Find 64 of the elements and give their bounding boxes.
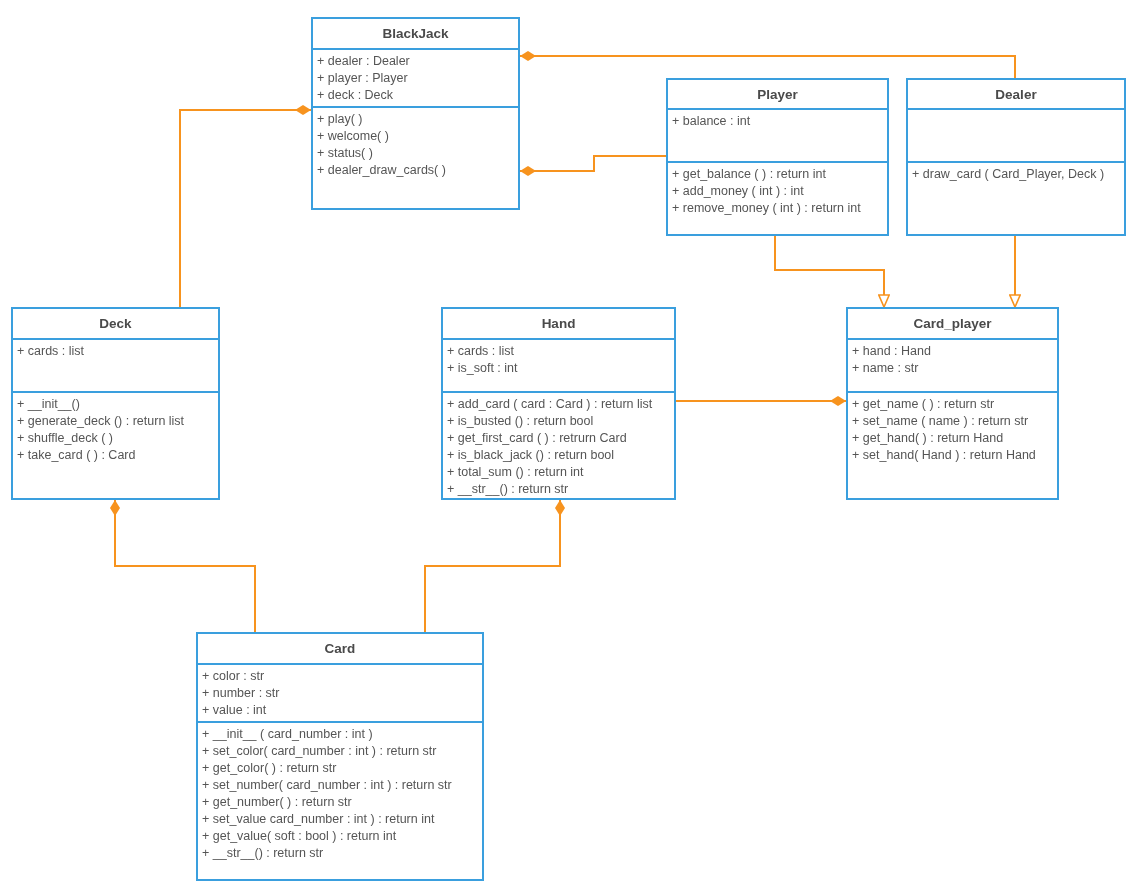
class-box — [846, 307, 1059, 500]
attribute-text: + is_soft : int — [447, 360, 518, 377]
attribute-text: + cards : list — [447, 343, 515, 360]
class-name: Card_player — [913, 316, 992, 331]
attribute-text: + dealer : Dealer — [317, 53, 410, 70]
class-name: Card — [324, 641, 356, 656]
attribute-text: + deck : Deck — [317, 87, 394, 104]
class-name: Deck — [99, 316, 132, 331]
attribute-text: + value : int — [202, 702, 267, 719]
composition-line — [519, 51, 1016, 79]
attribute-text: + hand : Hand — [852, 343, 931, 360]
method-text: + generate_deck () : return list — [17, 413, 185, 430]
method-text: + __init__() — [17, 396, 80, 413]
method-text: + set_color( card_number : int ) : return str — [202, 743, 437, 760]
method-text: + draw_card ( Card_Player, Deck ) — [912, 166, 1105, 183]
method-text: + set_hand( Hand ) : return Hand — [852, 447, 1036, 464]
method-text: + __str__() : return str — [447, 481, 569, 498]
method-text: + is_black_jack () : return bool — [447, 447, 615, 464]
method-text: + get_value( soft : bool ) : return int — [202, 828, 397, 845]
class-box — [441, 307, 676, 500]
method-text: + get_balance ( ) : return int — [672, 166, 826, 183]
attribute-text: + player : Player — [317, 70, 408, 87]
method-text: + total_sum () : return int — [447, 464, 584, 481]
attribute-text: + color : str — [202, 668, 265, 685]
method-text: + play( ) — [317, 111, 363, 128]
composition-line — [179, 105, 312, 308]
method-text: + get_first_card ( ) : retrurn Card — [447, 430, 627, 447]
inheritance-arrow — [774, 235, 890, 308]
composition-line — [519, 155, 667, 176]
class-name: BlackJack — [382, 26, 449, 41]
method-text: + take_card ( ) : Card — [17, 447, 136, 464]
composition-line — [424, 499, 565, 633]
attribute-text: + balance : int — [672, 113, 751, 130]
class-box — [196, 632, 484, 881]
method-text: + get_color( ) : return str — [202, 760, 337, 777]
method-text: + is_busted () : return bool — [447, 413, 594, 430]
method-text: + status( ) — [317, 145, 373, 162]
method-text: + add_money ( int ) : int — [672, 183, 804, 200]
class-name: Player — [757, 86, 798, 102]
class-box — [906, 78, 1126, 236]
class-name: Hand — [541, 316, 576, 331]
method-text: + get_hand( ) : return Hand — [852, 430, 1004, 447]
inheritance-arrow — [1009, 235, 1021, 308]
method-text: + __str__() : return str — [202, 845, 324, 862]
method-text: + remove_money ( int ) : return int — [672, 200, 861, 217]
class-name: Dealer — [995, 86, 1037, 102]
attribute-text: + number : str — [202, 685, 280, 702]
method-text: + add_card ( card : Card ) : return list — [447, 396, 653, 413]
method-text: + set_name ( name ) : return str — [852, 413, 1029, 430]
attribute-text: + name : str — [852, 360, 919, 377]
method-text: + welcome( ) — [317, 128, 389, 145]
composition-line — [110, 499, 256, 633]
method-text: + __init__ ( card_number : int ) — [202, 726, 373, 743]
class-box — [311, 17, 520, 210]
method-text: + get_number( ) : return str — [202, 794, 352, 811]
composition-line — [675, 396, 847, 406]
attribute-text: + cards : list — [17, 343, 85, 360]
method-text: + get_name ( ) : return str — [852, 396, 995, 413]
method-text: + set_number( card_number : int ) : return str — [202, 777, 452, 794]
method-text: + dealer_draw_cards( ) — [317, 162, 446, 179]
class-box — [11, 307, 220, 500]
method-text: + set_value card_number : int ) : return int — [202, 811, 435, 828]
method-text: + shuffle_deck ( ) — [17, 430, 113, 447]
class-box — [666, 78, 889, 236]
